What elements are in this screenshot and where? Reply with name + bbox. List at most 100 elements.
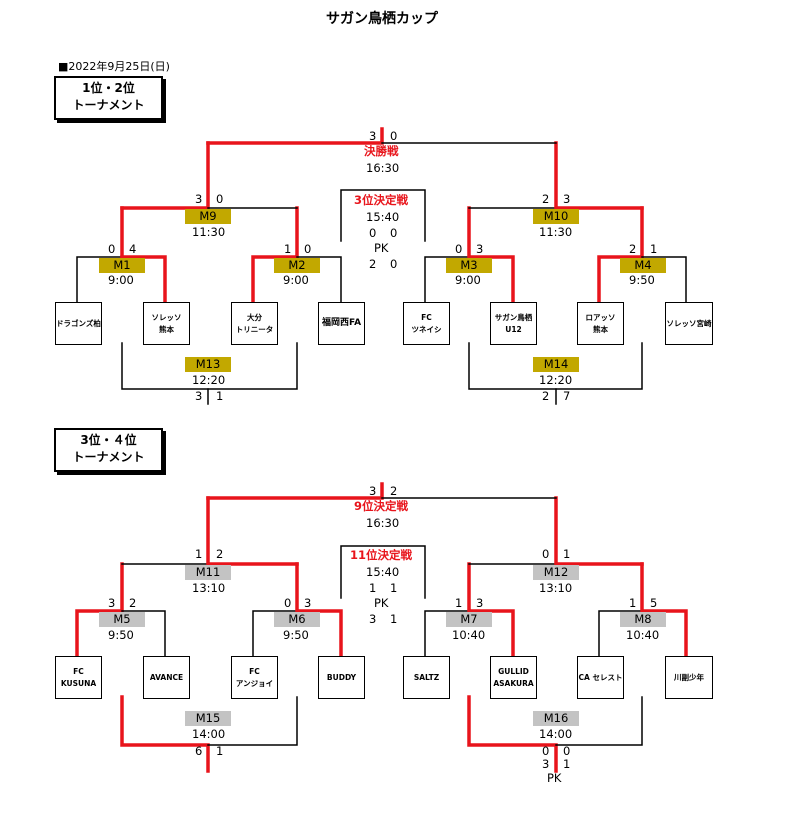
pk-label: PK <box>374 241 389 255</box>
line-m12-right <box>554 496 644 566</box>
team-box: FC アンジョイ <box>231 656 278 699</box>
line-third <box>340 189 426 242</box>
match-label: M3 <box>446 258 492 273</box>
score: 0 <box>542 547 550 561</box>
score: 1 <box>216 389 224 403</box>
line-m2-left <box>251 206 299 304</box>
score: 3 <box>369 484 377 498</box>
eleventh-place-label: 11位決定戦 <box>350 548 413 562</box>
score: 1 <box>390 612 398 626</box>
line-m16-left <box>467 695 558 773</box>
team-box: ロアッソ 熊本 <box>577 302 624 345</box>
score: 2 <box>629 242 637 256</box>
line-m15-right <box>207 696 298 746</box>
match-time: 16:30 <box>366 161 400 175</box>
match-time: 9:00 <box>108 273 134 287</box>
match-time: 15:40 <box>366 565 400 579</box>
section-header-top: 1位・2位 トーナメント <box>54 76 163 120</box>
score: 2 <box>216 547 224 561</box>
match-time: 9:50 <box>629 273 655 287</box>
match-time: 13:10 <box>192 581 226 595</box>
team-box: GULLID ASAKURA <box>490 656 537 699</box>
match-label: M1 <box>99 258 145 273</box>
score: 3 <box>476 596 484 610</box>
score: 0 <box>455 242 463 256</box>
team-box: 大分 トリニータ <box>231 302 278 345</box>
score: 1 <box>284 242 292 256</box>
line-m16-right <box>555 696 643 746</box>
match-label: M4 <box>620 258 666 273</box>
match-time: 9:00 <box>283 273 309 287</box>
match-time: 10:40 <box>452 628 486 642</box>
line-m8-right <box>640 562 688 658</box>
team-box: 福岡西FA <box>318 302 365 345</box>
final-label: 決勝戦 <box>364 144 399 158</box>
match-label: M14 <box>533 357 579 372</box>
match-time: 15:40 <box>366 210 400 224</box>
score: 3 <box>542 757 550 771</box>
match-label: M2 <box>274 258 320 273</box>
match-time: 11:30 <box>539 225 573 239</box>
event-date: ■2022年9月25日(日) <box>58 60 170 73</box>
line-final-left <box>206 127 384 145</box>
score: 0 <box>390 226 398 240</box>
team-box: ソレッソ 熊本 <box>143 302 190 345</box>
score: 3 <box>369 129 377 143</box>
pk-label: PK <box>547 771 562 785</box>
match-label: M12 <box>533 565 579 580</box>
score: 1 <box>563 547 571 561</box>
team-box: FC ツネイシ <box>403 302 450 345</box>
line-m1-left <box>76 256 123 303</box>
team-box: ドラゴンズ柏 <box>55 302 102 345</box>
section-header-bottom: 3位・４位 トーナメント <box>54 428 163 472</box>
score: 3 <box>195 192 203 206</box>
match-time: 13:10 <box>539 581 573 595</box>
line-m7-left <box>424 610 470 657</box>
score: 1 <box>369 581 377 595</box>
score: 0 <box>369 226 377 240</box>
match-time: 9:50 <box>108 628 134 642</box>
score: 0 <box>108 242 116 256</box>
score: 6 <box>195 744 203 758</box>
score: 3 <box>476 242 484 256</box>
ninth-place-label: 9位決定戦 <box>354 499 409 513</box>
match-label: M6 <box>274 612 320 627</box>
line-m8-left <box>598 610 643 657</box>
match-label: M8 <box>620 612 666 627</box>
match-label: M16 <box>533 711 579 726</box>
team-box: サガン鳥栖 U12 <box>490 302 537 345</box>
match-time: 12:20 <box>539 373 573 387</box>
line-m15-left <box>120 695 210 773</box>
score: 2 <box>390 484 398 498</box>
score: 3 <box>108 596 116 610</box>
score: 1 <box>390 581 398 595</box>
score: 2 <box>542 192 550 206</box>
page-title: サガン鳥栖カップ <box>326 11 438 27</box>
match-label: M15 <box>185 711 231 726</box>
line-m3-left <box>424 256 470 303</box>
score: 0 <box>390 129 398 143</box>
match-label: M9 <box>185 209 231 224</box>
line-m4-right <box>641 256 687 303</box>
team-box: BUDDY <box>318 656 365 699</box>
score: 3 <box>563 192 571 206</box>
match-time: 9:50 <box>283 628 309 642</box>
score: 3 <box>195 389 203 403</box>
match-time: 11:30 <box>192 225 226 239</box>
score: 7 <box>563 389 571 403</box>
score: 2 <box>129 596 137 610</box>
match-time: 14:00 <box>539 727 573 741</box>
match-time: 14:00 <box>192 727 226 741</box>
score: 0 <box>304 242 312 256</box>
team-box: 川副少年 <box>665 656 713 699</box>
line-m2-right <box>296 256 342 303</box>
line-m5-left <box>75 562 124 658</box>
line-m11-right <box>206 496 299 566</box>
match-time: 16:30 <box>366 516 400 530</box>
team-box: AVANCE <box>143 656 190 699</box>
line-m5-right <box>121 610 166 657</box>
match-time: 10:40 <box>626 628 660 642</box>
line-m1-right <box>120 255 167 304</box>
score: 1 <box>455 596 463 610</box>
